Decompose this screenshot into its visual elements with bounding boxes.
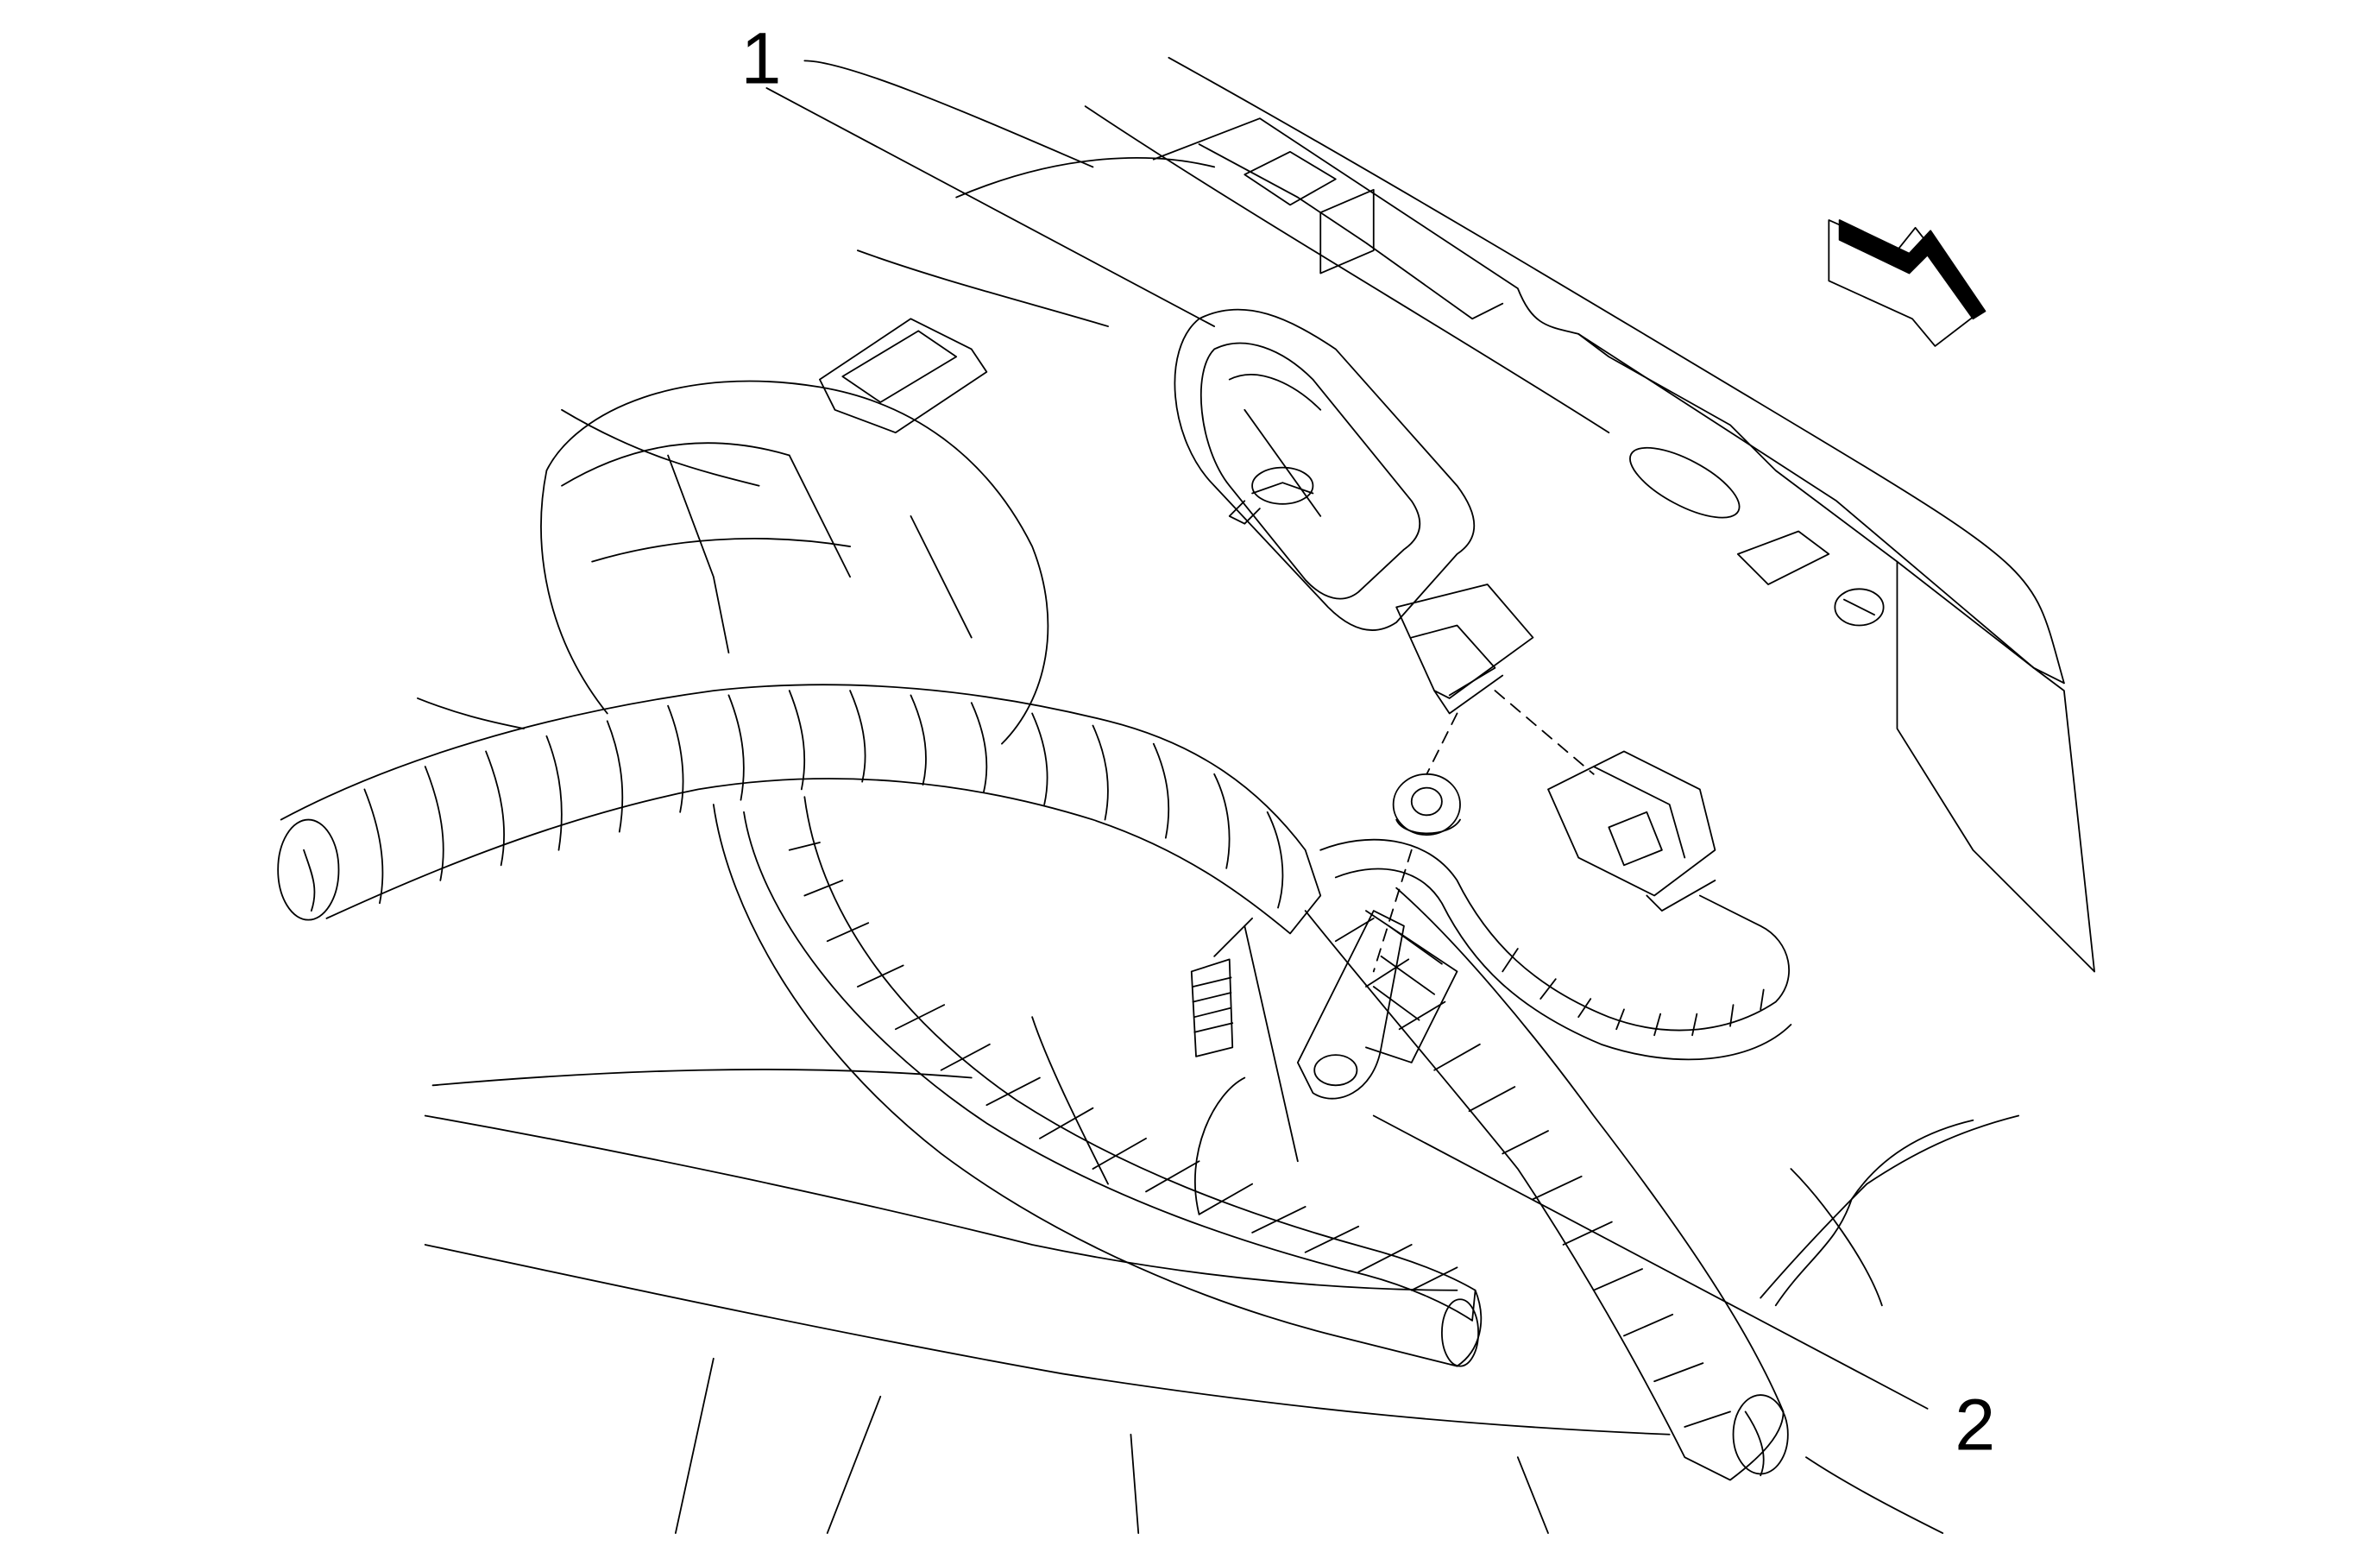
main-harness	[278, 685, 1320, 933]
stud-bolt	[1192, 918, 1298, 1161]
nut-fastener	[1394, 774, 1460, 835]
recessed-pocket	[541, 319, 1048, 743]
leader-lines	[766, 88, 1927, 1409]
install-guide-lines	[1374, 691, 1594, 971]
lower-harness-branch-2	[1306, 888, 1788, 1480]
lower-harness-branch	[714, 797, 1481, 1366]
callout-1-label: 1	[740, 18, 781, 99]
harness-bracket	[1298, 911, 1404, 1099]
direction-arrow-icon	[1829, 220, 1985, 346]
body-panel-outlines	[418, 58, 2094, 1533]
side-wire	[1776, 1120, 1974, 1306]
harness-connector	[1548, 751, 1715, 911]
callout-2-label: 2	[1955, 1384, 1995, 1465]
pigtail-harness	[1320, 840, 1791, 1063]
rail-slots	[1244, 152, 1883, 626]
sensor-module	[1174, 310, 1533, 714]
